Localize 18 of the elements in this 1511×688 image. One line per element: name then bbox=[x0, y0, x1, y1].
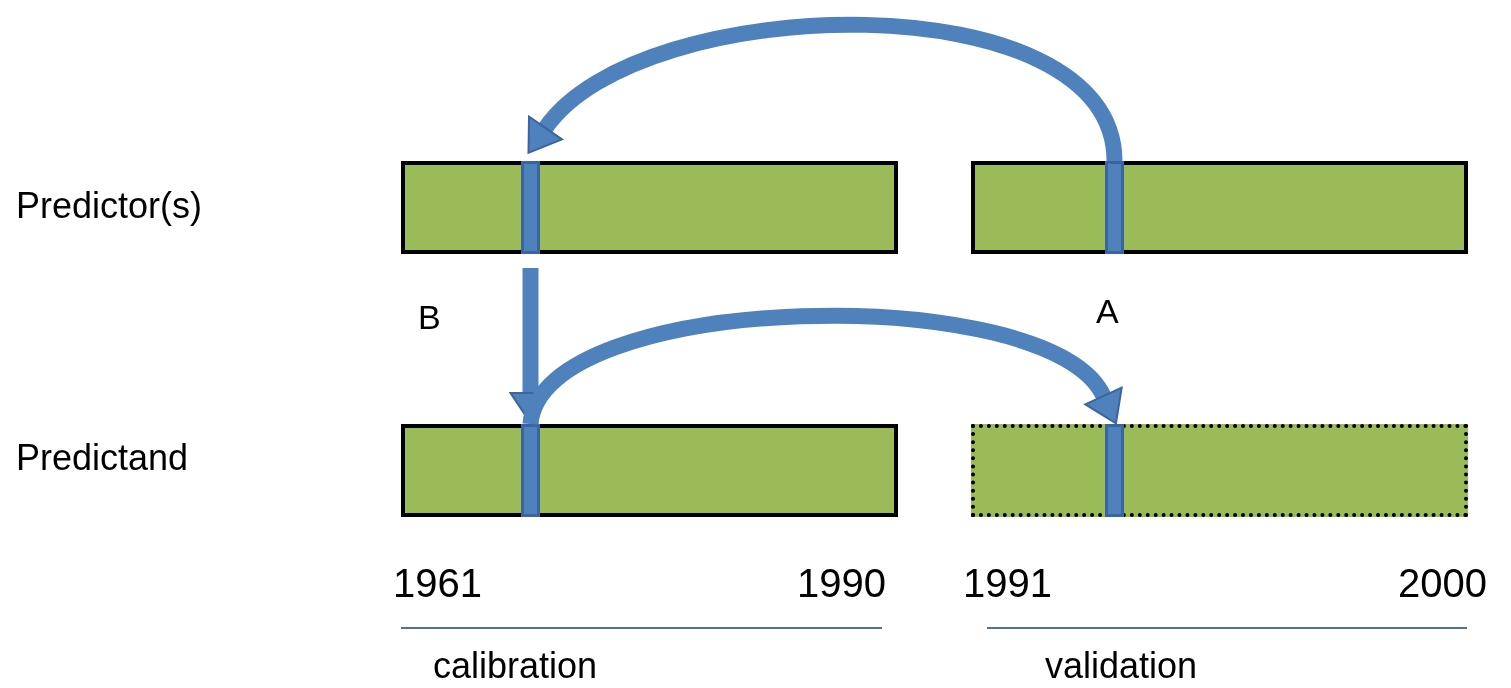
row-label: Predictor(s) bbox=[16, 188, 203, 224]
time-step-strip bbox=[1105, 424, 1124, 517]
period-bar bbox=[401, 424, 898, 517]
period-label: validation bbox=[1045, 648, 1198, 684]
row-label: Predictand bbox=[16, 440, 189, 476]
year-label: 1990 bbox=[797, 563, 886, 603]
period-label: calibration bbox=[433, 648, 598, 684]
dotted-period-bar bbox=[971, 424, 1468, 517]
year-label: 2000 bbox=[1398, 563, 1487, 603]
arrow-label: A bbox=[1096, 294, 1119, 328]
time-step-strip bbox=[521, 161, 540, 254]
arrow-label: B bbox=[418, 300, 441, 334]
year-label: 1961 bbox=[393, 563, 482, 603]
year-label: 1991 bbox=[963, 563, 1052, 603]
period-bar bbox=[971, 161, 1468, 254]
period-bar bbox=[401, 161, 898, 254]
time-step-strip bbox=[521, 424, 540, 517]
time-step-strip bbox=[1105, 161, 1124, 254]
